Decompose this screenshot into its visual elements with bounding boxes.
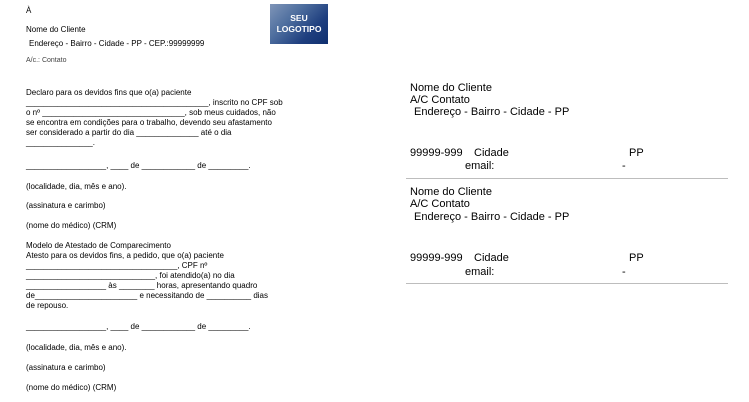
label-1-cep: 99999-999 xyxy=(410,147,463,159)
attendance-line-3: _____________________________, foi atend… xyxy=(26,271,235,280)
label-2-address: Endereço - Bairro - Cidade - PP xyxy=(414,211,570,223)
label-2-state: PP xyxy=(629,252,644,264)
attendance-line-2: __________________________________, CPF … xyxy=(26,261,208,270)
label-2-city: Cidade xyxy=(474,252,509,264)
label-1-client-name: Nome do Cliente xyxy=(410,82,492,94)
label-2-cep: 99999-999 xyxy=(410,252,463,264)
declaration-line-1: Declaro para os devidos fins que o(a) pa… xyxy=(26,88,192,97)
logo-line-2: LOGOTIPO xyxy=(276,24,322,34)
label-2-dash: - xyxy=(622,266,626,278)
doctor-note-2: (nome do médico) (CRM) xyxy=(26,383,117,392)
label-1-city: Cidade xyxy=(474,147,509,159)
logo-line-1: SEU xyxy=(290,13,308,23)
declaration-line-5: ser considerado a partir do dia ________… xyxy=(26,128,232,137)
date-line: __________________, ____ de ____________… xyxy=(26,161,251,170)
attendance-line-1: Atesto para os devidos fins, a pedido, q… xyxy=(26,251,224,260)
declaration-line-4: se encontra em condições para o trabalho… xyxy=(26,118,272,127)
header-attention: A/c.: Contato xyxy=(26,57,67,64)
recipient-prefix: À xyxy=(26,6,32,15)
label-1-email-label: email: xyxy=(465,160,495,172)
company-logo: SEU LOGOTIPO xyxy=(270,4,328,44)
signature-note-2: (assinatura e carimbo) xyxy=(26,363,106,372)
label-1-address: Endereço - Bairro - Cidade - PP xyxy=(414,106,570,118)
doctor-note: (nome do médico) (CRM) xyxy=(26,221,117,230)
label-2-email-label: email: xyxy=(465,266,495,278)
label-divider-2 xyxy=(406,283,728,284)
label-2-contact: A/C Contato xyxy=(410,198,470,210)
header-client-name: Nome do Cliente xyxy=(26,25,86,34)
label-1-contact: A/C Contato xyxy=(410,94,470,106)
locality-note: (localidade, dia, mês e ano). xyxy=(26,182,127,191)
attendance-line-5: de_______________________ e necessitando… xyxy=(26,291,269,300)
header-address: Endereço - Bairro - Cidade - PP - CEP.:9… xyxy=(29,39,205,48)
model-title: Modelo de Atestado de Comparecimento xyxy=(26,241,171,250)
declaration-line-2: ________________________________________… xyxy=(26,98,283,107)
attendance-line-4: __________________ às ________ horas, ap… xyxy=(26,281,258,290)
signature-note: (assinatura e carimbo) xyxy=(26,201,106,210)
label-2-client-name: Nome do Cliente xyxy=(410,186,492,198)
label-1-state: PP xyxy=(629,147,644,159)
declaration-line-3: o nº ________________________________, s… xyxy=(26,108,276,117)
declaration-line-6: _______________. xyxy=(26,138,95,147)
locality-note-2: (localidade, dia, mês e ano). xyxy=(26,343,127,352)
attendance-line-6: de repouso. xyxy=(26,301,69,310)
date-line-2: __________________, ____ de ____________… xyxy=(26,322,251,331)
label-1-dash: - xyxy=(622,160,626,172)
label-divider-1 xyxy=(406,178,728,179)
